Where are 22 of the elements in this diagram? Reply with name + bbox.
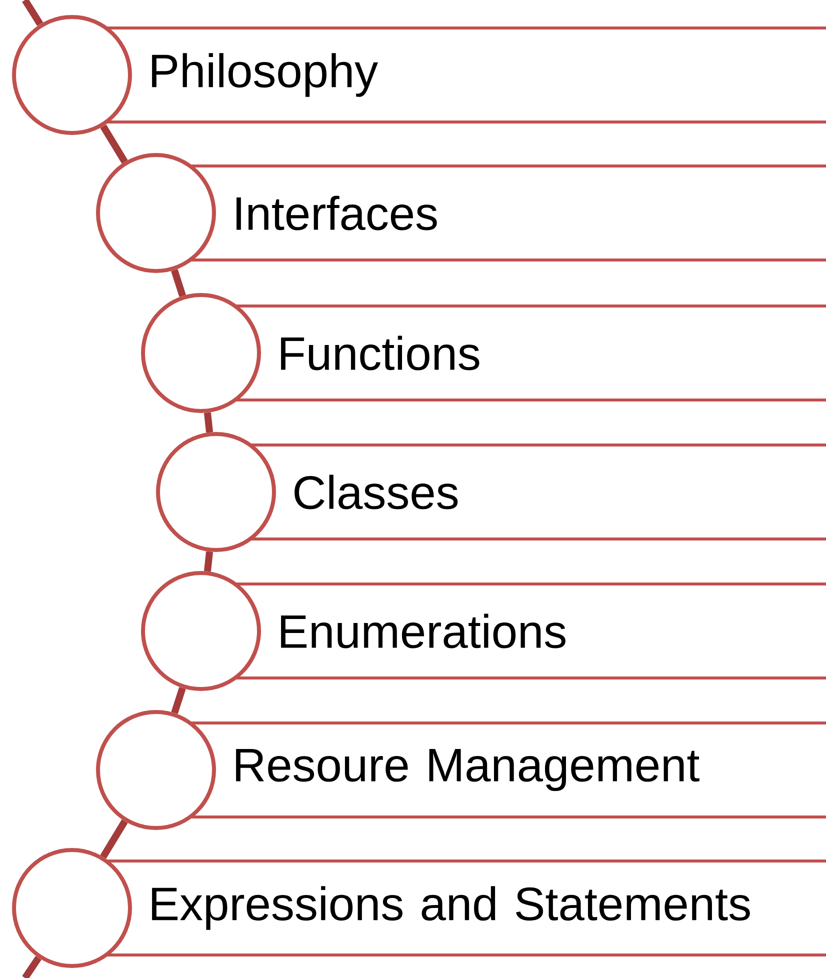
band: Interfaces [96,153,826,273]
band: Philosophy [12,15,826,135]
connector-line [171,687,186,714]
node-label: Resoure Management [236,748,700,792]
node-label: Expressions and Statements [152,886,750,930]
band: Resoure Management [96,710,826,830]
connector-line [22,956,42,978]
connector-line [171,269,186,297]
band: Functions [141,293,826,413]
connector-line [22,0,44,26]
band: Enumerations [141,571,826,691]
connector-line [100,124,128,164]
band: Expressions and Statements [12,848,826,968]
node-label: Enumerations [281,614,566,648]
node-label: Classes [294,474,458,510]
connector-line [204,551,214,572]
band: Classes [156,432,826,552]
connector-line [100,819,128,859]
connector-line [204,412,214,433]
node-label: Interfaces [236,196,437,230]
node-label: Philosophy [152,53,378,97]
node-label: Functions [281,336,480,370]
